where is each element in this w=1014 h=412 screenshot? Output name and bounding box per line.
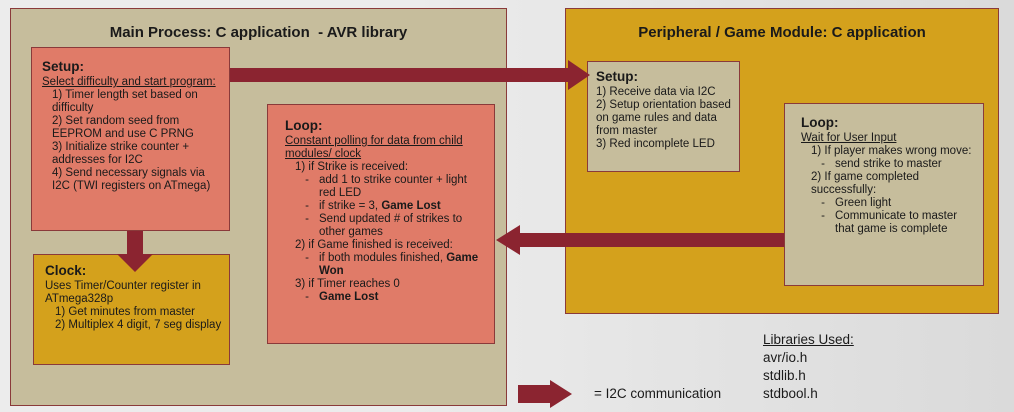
clock-item: 2) Multiplex 4 digit, 7 seg display [55,319,222,331]
peripheral-title: Peripheral / Game Module: C application [638,24,926,41]
peripheral-setup-title: Setup: [596,69,638,84]
dash: - [821,197,825,209]
peripheral-setup-box: Setup: 1) Receive data via I2C 2) Setup … [587,61,740,172]
peripheral-loop-box: Loop: Wait for User Input 1) If player m… [784,103,984,286]
legend-arrow [518,380,572,408]
arrow-setup-to-clock [117,231,153,272]
game-lost-label: Game Lost [319,291,379,303]
library-item: stdlib.h [763,368,806,383]
main-loop-subitem: - Send updated # of strikes to other gam… [285,213,486,239]
dash: - [821,210,825,222]
library-item: avr/io.h [763,350,808,365]
legend-label: = I2C communication [594,386,722,401]
dash: - [305,174,309,186]
main-loop-subitem: - Game Lost [285,291,486,304]
dash: - [305,200,309,212]
main-loop-subitem: - if both modules finished, Game Won [285,252,486,278]
dash: - [305,213,309,225]
main-loop-subitem: - add 1 to strike counter + light red LE… [285,174,486,200]
libraries-heading: Libraries Used: [763,332,854,347]
peripheral-loop-subitem: - Green light [801,197,979,210]
main-loop-subitem: - if strike = 3, Game Lost [285,200,486,213]
main-loop-subitem-text: if strike = 3, [319,200,382,212]
main-loop-title: Loop: [285,118,323,133]
libraries-list: Libraries Used: avr/io.h stdlib.h stdboo… [763,331,854,403]
game-won-label: Game Won [319,252,479,277]
peripheral-loop-subitem-text: send strike to master [835,158,942,170]
main-loop-item: 3) if Timer reaches 0 [295,278,400,290]
peripheral-loop-item: 1) If player makes wrong move: [811,145,972,157]
peripheral-setup-item: 3) Red incomplete LED [596,138,715,150]
peripheral-loop-item: 2) If game completed successfully: [811,171,920,196]
main-setup-subtitle: Select difficulty and start program: [42,76,216,88]
main-setup-item: 2) Set random seed from EEPROM and use C… [52,115,194,140]
main-process-title: Main Process: C application - AVR librar… [109,24,408,41]
main-setup-item: 3) Initialize strike counter + addresses… [52,141,190,166]
peripheral-loop-subitem: - send strike to master [801,158,979,171]
peripheral-loop-subitem: - Communicate to master that game is com… [801,210,979,236]
peripheral-setup-item: 1) Receive data via I2C [596,86,716,98]
library-item: stdbool.h [763,386,818,401]
main-loop-subitem-text: Send updated # of strikes to other games [319,213,463,238]
main-setup-title: Setup: [42,59,84,74]
peripheral-loop-subitem-text: Communicate to master that game is compl… [835,210,958,235]
peripheral-setup-item: 2) Setup orientation based on game rules… [596,99,731,137]
main-loop-subitem-text: if both modules finished, [319,252,447,264]
main-loop-subtitle: Constant polling for data from child mod… [285,135,463,160]
clock-item: 1) Get minutes from master [55,306,195,318]
peripheral-loop-title: Loop: [801,115,839,130]
game-lost-label: Game Lost [381,200,441,212]
arrow-setup-to-peripheral [230,60,590,90]
clock-box: Clock: Uses Timer/Counter register in AT… [33,254,230,365]
peripheral-loop-subitem-text: Green light [835,197,892,209]
clock-title: Clock: [45,263,87,278]
arrow-peripheral-to-loop [496,225,784,255]
main-loop-item: 2) if Game finished is received: [295,239,453,251]
clock-desc: Uses Timer/Counter register in ATmega328… [45,280,201,305]
main-setup-item: 4) Send necessary signals via I2C (TWI r… [52,167,211,192]
dash: - [821,158,825,170]
main-loop-box: Loop: Constant polling for data from chi… [267,104,495,344]
peripheral-loop-subtitle: Wait for User Input [801,132,897,144]
main-setup-item: 1) Timer length set based on difficulty [52,89,198,114]
dash: - [305,252,309,264]
main-loop-subitem-text: add 1 to strike counter + light red LED [319,174,467,199]
main-loop-item: 1) if Strike is received: [295,161,409,173]
main-setup-box: Setup: Select difficulty and start progr… [31,47,230,231]
dash: - [305,291,309,303]
